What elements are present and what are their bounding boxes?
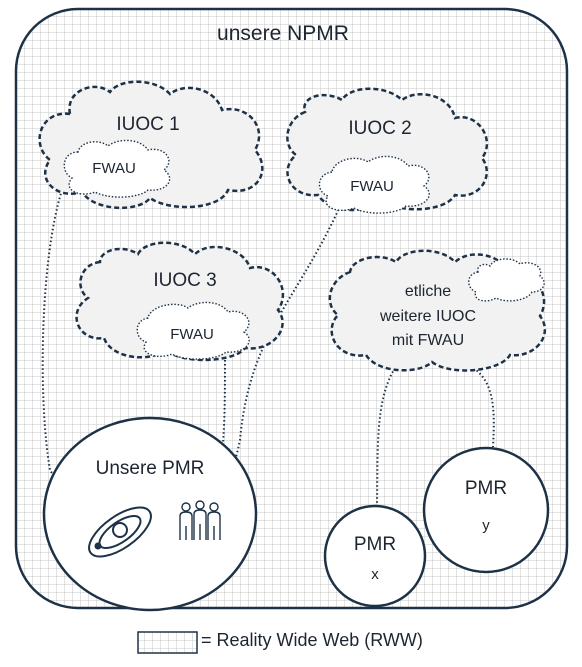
frame-title: unsere NPMR [217,22,349,45]
iuoc2-fwau-cloud: FWAU [318,155,430,214]
people-icon [179,500,221,540]
more-label-line-3: mit FWAU [392,332,464,349]
iuoc1-fwau-cloud: FWAU [63,139,171,198]
iuoc1-fwau-label: FWAU [92,160,136,177]
iuoc1-label: IUOC 1 [116,114,179,135]
pmr-y-sublabel: y [482,517,490,534]
circle-unsere-pmr: Unsere PMR [42,416,258,612]
iuoc2-fwau-label: FWAU [350,178,394,195]
cloud-iuoc1: IUOC 1 FWAU [38,80,264,209]
more-label-line-2: weitere IUOC [379,308,476,325]
iuoc3-fwau-label: FWAU [170,326,214,343]
cloud-iuoc3: IUOC 3 FWAU [75,241,285,362]
more-small-cloud [468,258,545,302]
link-more-pmr-y [469,365,495,448]
legend-grid-swatch [137,631,198,654]
galaxy-icon [88,506,152,558]
iuoc3-label: IUOC 3 [153,270,216,291]
circle-pmr-x: PMR x [323,504,427,608]
link-iuoc3-ours [209,351,226,509]
link-more-pmr-x [376,367,396,506]
iuoc3-fwau-cloud: FWAU [136,301,250,360]
more-label-line-1: etliche [405,283,451,300]
pmr-x-label: PMR [354,534,396,555]
circle-pmr-y: PMR y [422,446,550,574]
link-iuoc2-ours [204,194,346,509]
iuoc2-label: IUOC 2 [348,118,411,139]
unsere-pmr-label: Unsere PMR [96,458,205,479]
legend-label: = Reality Wide Web (RWW) [201,630,423,650]
cloud-iuoc2: IUOC 2 FWAU [286,87,489,214]
pmr-y-label: PMR [465,478,507,499]
pmr-x-sublabel: x [371,566,379,583]
cloud-more-iuoc: etliche weitere IUOC mit FWAU [328,249,547,372]
